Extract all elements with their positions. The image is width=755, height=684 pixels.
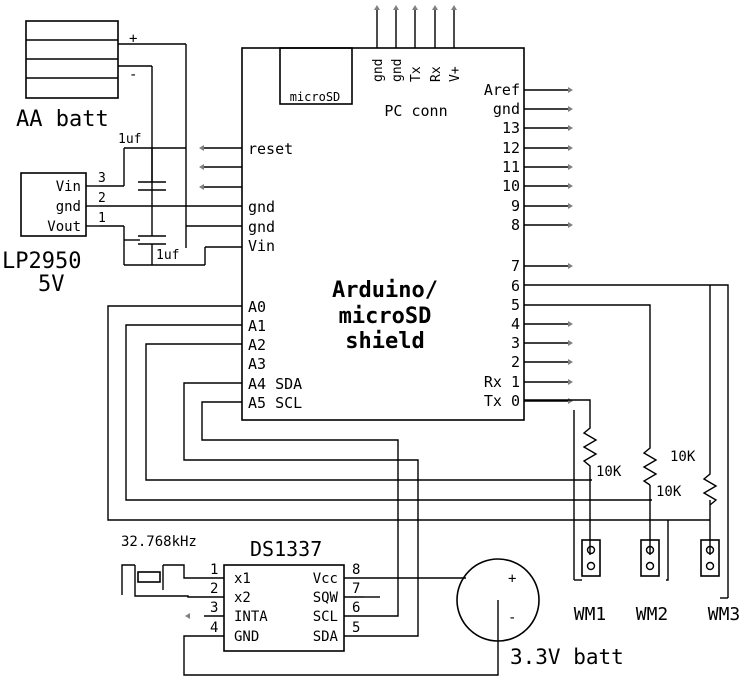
sensor-connector-wm2 bbox=[640, 539, 660, 577]
rtc-pin-label: SCL bbox=[313, 609, 338, 625]
signal-wiring bbox=[107, 284, 729, 676]
rtc-pin-label: GND bbox=[234, 629, 259, 645]
rtc-pin-number: 8 bbox=[352, 562, 360, 578]
arduino-title-line-2: microSD bbox=[339, 304, 432, 329]
regulator-pin-number: 1 bbox=[98, 211, 106, 226]
rtc-pin-leads bbox=[185, 577, 364, 637]
digital-pin-label: gnd bbox=[493, 100, 520, 118]
arduino-title-line-3: shield bbox=[345, 329, 424, 354]
regulator-pin-number: 2 bbox=[98, 191, 106, 206]
coin-cell-battery bbox=[456, 558, 540, 642]
analog-pin-label: A1 bbox=[248, 317, 266, 335]
rtc-pin-label: x1 bbox=[234, 571, 251, 587]
battery-minus-sign: - bbox=[129, 67, 137, 83]
rtc-pin-label: SDA bbox=[313, 629, 339, 645]
aa-battery-label: AA batt bbox=[16, 107, 109, 132]
analog-pin-label: A2 bbox=[248, 336, 266, 354]
digital-pin-label: 4 bbox=[511, 315, 520, 333]
digital-pin-label: 10 bbox=[502, 177, 520, 195]
crystal-label: 32.768kHz bbox=[121, 534, 197, 550]
resistor-label: 10K bbox=[596, 464, 622, 480]
digital-pin-label: 6 bbox=[511, 277, 520, 295]
analog-pin-label: A4 SDA bbox=[248, 375, 302, 393]
pc-pin-label: Tx bbox=[409, 66, 424, 82]
regulator-body bbox=[20, 172, 87, 237]
pc-pin-label: gnd bbox=[371, 59, 386, 82]
coin-cell-minus: - bbox=[508, 610, 516, 626]
digital-pin-label: 3 bbox=[511, 334, 520, 352]
digital-pin-label: 5 bbox=[511, 296, 520, 314]
digital-pin-label: Tx 0 bbox=[484, 392, 520, 410]
power-wiring bbox=[100, 44, 242, 266]
regulator-pin-label: Vin bbox=[56, 179, 81, 195]
capacitor-top-label: 1uf bbox=[118, 132, 141, 147]
pc-pin-label: V+ bbox=[448, 66, 463, 82]
rtc-pin-label: SQW bbox=[313, 590, 339, 606]
crystal-icon bbox=[121, 564, 204, 598]
arduino-title-line-1: Arduino/ bbox=[332, 278, 438, 303]
rtc-pin-number: 2 bbox=[210, 581, 218, 597]
rtc-body bbox=[223, 564, 345, 652]
coin-cell-label: 3.3V batt bbox=[510, 645, 624, 669]
resistor-wm3 bbox=[702, 470, 718, 506]
resistor-wm1 bbox=[582, 420, 598, 470]
regulator-pin-label: Vout bbox=[47, 219, 81, 235]
arduino-gnd-label: gnd bbox=[248, 198, 275, 216]
rtc-pin-number: 4 bbox=[210, 620, 218, 636]
digital-pin-label: 13 bbox=[502, 119, 520, 137]
sensor-label: WM3 bbox=[708, 604, 741, 625]
microsd-slot bbox=[279, 47, 353, 105]
arduino-gnd-label: gnd bbox=[248, 218, 275, 236]
pc-connector bbox=[374, 5, 457, 48]
digital-pin-label: 2 bbox=[511, 353, 520, 371]
digital-pin-label: 9 bbox=[511, 197, 520, 215]
sensor-connector-wm1 bbox=[581, 539, 601, 577]
rtc-pin-number: 1 bbox=[210, 562, 218, 578]
arduino-right-pins bbox=[524, 87, 573, 404]
digital-pin-label: Aref bbox=[484, 81, 520, 99]
sensor-connector-wm3 bbox=[700, 539, 720, 577]
digital-pin-label: 12 bbox=[502, 139, 520, 157]
resistor-label: 10K bbox=[656, 484, 682, 500]
rtc-pin-number: 6 bbox=[352, 600, 360, 616]
digital-pin-label: Rx 1 bbox=[484, 373, 520, 391]
analog-pin-label: A3 bbox=[248, 355, 266, 373]
regulator-pin-number: 3 bbox=[98, 171, 106, 186]
regulator-name: LP2950 bbox=[2, 249, 81, 274]
analog-pin-label: A0 bbox=[248, 298, 266, 316]
arduino-left-power-pins bbox=[199, 145, 242, 190]
rtc-pin-number: 5 bbox=[352, 620, 360, 636]
rtc-pin-label: Vcc bbox=[313, 571, 338, 587]
digital-pin-label: 7 bbox=[511, 257, 520, 275]
rtc-name: DS1337 bbox=[250, 537, 322, 561]
regulator-pin-label: gnd bbox=[56, 199, 81, 215]
capacitor-bottom bbox=[138, 206, 166, 265]
regulator-voltage: 5V bbox=[38, 272, 65, 297]
rtc-pin-label: x2 bbox=[234, 590, 251, 606]
arduino-reset-label: reset bbox=[248, 140, 293, 158]
capacitor-bottom-label: 1uf bbox=[156, 248, 179, 263]
resistor-wm2 bbox=[642, 440, 658, 486]
digital-pin-label: 8 bbox=[511, 216, 520, 234]
rtc-pin-number: 3 bbox=[210, 600, 218, 616]
sensor-label: WM1 bbox=[574, 604, 607, 625]
arduino-vin-label: Vin bbox=[248, 237, 275, 255]
digital-pin-label: 11 bbox=[502, 158, 520, 176]
aa-battery-pack bbox=[25, 20, 186, 99]
battery-plus-sign: + bbox=[129, 31, 137, 47]
pc-pin-label: Rx bbox=[429, 66, 444, 82]
pc-pin-label: gnd bbox=[390, 59, 405, 82]
capacitor-top bbox=[138, 148, 166, 191]
microsd-label: microSD bbox=[290, 90, 341, 104]
resistor-label: 10K bbox=[670, 449, 696, 465]
rtc-pin-number: 7 bbox=[352, 581, 360, 597]
coin-cell-plus: + bbox=[508, 571, 516, 587]
pc-conn-label: PC conn bbox=[384, 102, 447, 120]
rtc-pin-label: INTA bbox=[234, 609, 268, 625]
sensor-label: WM2 bbox=[636, 604, 669, 625]
analog-pin-label: A5 SCL bbox=[248, 394, 302, 412]
arduino-board bbox=[241, 47, 525, 421]
